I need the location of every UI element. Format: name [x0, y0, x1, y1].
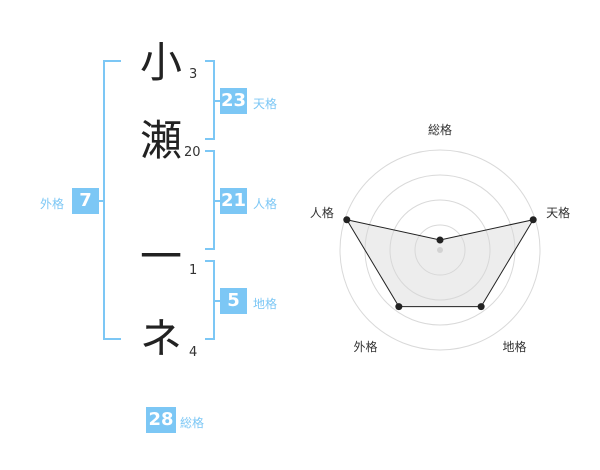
- name-char-2: 瀬: [140, 116, 183, 165]
- chikaku-label: 地格: [253, 297, 278, 311]
- radar-axis-label-2: 地格: [503, 339, 527, 354]
- radar-point-1: [529, 216, 537, 224]
- chikaku-bracket-bottom: [205, 338, 215, 340]
- tenkaku-value-badge: 23: [220, 88, 247, 114]
- jinkaku-bracket-tick: [214, 200, 221, 202]
- radar-point-4: [343, 216, 351, 224]
- stroke-count-4: 4: [189, 345, 198, 360]
- radar-ring-2: [389, 199, 491, 301]
- name-char-1: 小: [140, 38, 183, 87]
- gaikaku-bracket-tick: [98, 200, 104, 202]
- radar-axis-label-3: 外格: [353, 339, 377, 354]
- gaikaku-value-badge: 7: [72, 188, 99, 214]
- soukaku-value-badge: 28: [146, 407, 176, 433]
- radar-polygon: [345, 218, 535, 308]
- stroke-count-3: 1: [189, 263, 198, 278]
- radar-center-dot: [437, 247, 443, 253]
- radar-axis-label-1: 天格: [546, 205, 570, 220]
- chikaku-bracket-tick: [214, 300, 221, 302]
- chikaku-value-badge: 5: [220, 288, 247, 314]
- tenkaku-bracket-tick: [214, 100, 221, 102]
- name-char-3: 一: [140, 232, 183, 281]
- soukaku-label: 総格: [180, 416, 205, 430]
- radar-grid: [339, 149, 541, 351]
- radar-point-0: [436, 236, 444, 244]
- radar-point-2: [477, 303, 485, 311]
- radar-axis-label-4: 人格: [310, 205, 334, 220]
- jinkaku-bracket-top: [205, 150, 215, 152]
- radar-axis-label-0: 総格: [428, 122, 452, 137]
- tenkaku-bracket-top: [205, 60, 215, 62]
- tenkaku-bracket-bottom: [205, 138, 215, 140]
- gaikaku-bracket-vertical: [103, 60, 105, 340]
- gaikaku-bracket-bottom: [103, 338, 121, 340]
- chikaku-bracket-top: [205, 260, 215, 262]
- radar-data: [343, 216, 537, 311]
- radar-ring-1: [414, 224, 466, 276]
- jinkaku-label: 人格: [253, 197, 278, 211]
- stroke-count-1: 3: [189, 67, 198, 82]
- radar-point-3: [395, 303, 403, 311]
- stroke-count-2: 20: [184, 145, 201, 160]
- gaikaku-label: 外格: [40, 197, 65, 211]
- tenkaku-label: 天格: [253, 97, 278, 111]
- jinkaku-value-badge: 21: [220, 188, 247, 214]
- gaikaku-bracket-top: [103, 60, 121, 62]
- jinkaku-bracket-bottom: [205, 248, 215, 250]
- name-char-4: ネ: [140, 314, 183, 363]
